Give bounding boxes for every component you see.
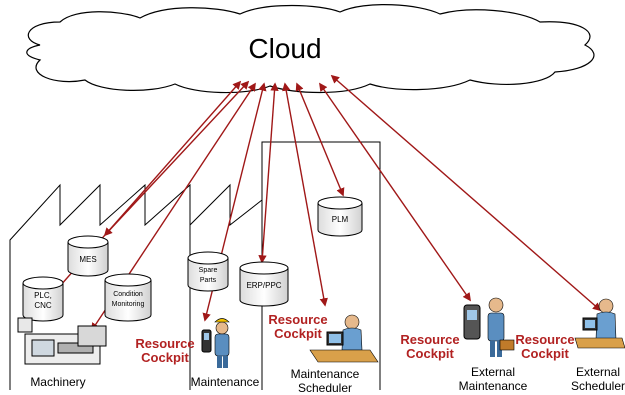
label-maintenance-scheduler-1: Maintenance: [291, 367, 360, 381]
rc-external-maintenance-line2: Cockpit: [406, 346, 454, 361]
external-scheduler-icon: [574, 298, 625, 349]
db-plm: PLM: [317, 196, 363, 237]
arrow-external-scheduler: [330, 74, 602, 312]
connection-arrows: [28, 74, 602, 332]
label-maintenance-scheduler-2: Scheduler: [298, 381, 352, 395]
db-erp-ppc: ERP/PPC: [239, 261, 289, 307]
label-maintenance: Maintenance: [191, 375, 260, 389]
label-external-scheduler-1: External: [576, 365, 620, 379]
db-condition-label-1: Condition: [113, 291, 143, 298]
db-erp-label: ERP/PPC: [246, 281, 281, 290]
factory-building-right: [189, 183, 263, 227]
arrow-plm: [295, 82, 345, 197]
db-mes-label: MES: [79, 255, 96, 264]
label-machinery: Machinery: [30, 375, 85, 389]
label-external-maintenance-1: External: [471, 365, 515, 379]
db-spare-label-1: Spare: [199, 267, 218, 274]
db-plc-label-1: PLC,: [34, 291, 52, 300]
rc-external-scheduler-line1: Resource: [515, 332, 574, 347]
db-spare-label-2: Parts: [200, 277, 217, 284]
arrow-resource-scheduler: [282, 82, 328, 307]
arrow-mes: [103, 80, 250, 237]
external-maintenance-icon: [463, 297, 515, 357]
machinery-icon: [17, 317, 107, 365]
rc-external-scheduler-line2: Cockpit: [521, 346, 569, 361]
rc-scheduler-line2: Cockpit: [274, 326, 322, 341]
scheduler-desk-icon: [309, 314, 379, 363]
label-external-maintenance-2: Maintenance: [459, 379, 528, 393]
db-condition-monitoring: Condition Monitoring: [104, 273, 152, 322]
db-plc-label-2: CNC: [34, 301, 52, 310]
rc-scheduler-line1: Resource: [268, 312, 327, 327]
rc-external-maintenance-line1: Resource: [400, 332, 459, 347]
db-plc-cnc: PLC, CNC: [22, 276, 64, 322]
db-condition-label-2: Monitoring: [112, 301, 145, 308]
db-spare-parts: Spare Parts: [187, 251, 229, 292]
arrow-erp: [258, 82, 279, 264]
cloud-title: Cloud: [248, 33, 321, 64]
maintenance-worker-icon: [201, 318, 230, 368]
rc-maintenance-line2: Cockpit: [141, 350, 189, 365]
rc-maintenance-line1: Resource: [135, 336, 194, 351]
db-mes: MES: [67, 235, 109, 277]
label-external-scheduler-2: Scheduler: [571, 379, 625, 393]
db-plm-label: PLM: [332, 215, 349, 224]
